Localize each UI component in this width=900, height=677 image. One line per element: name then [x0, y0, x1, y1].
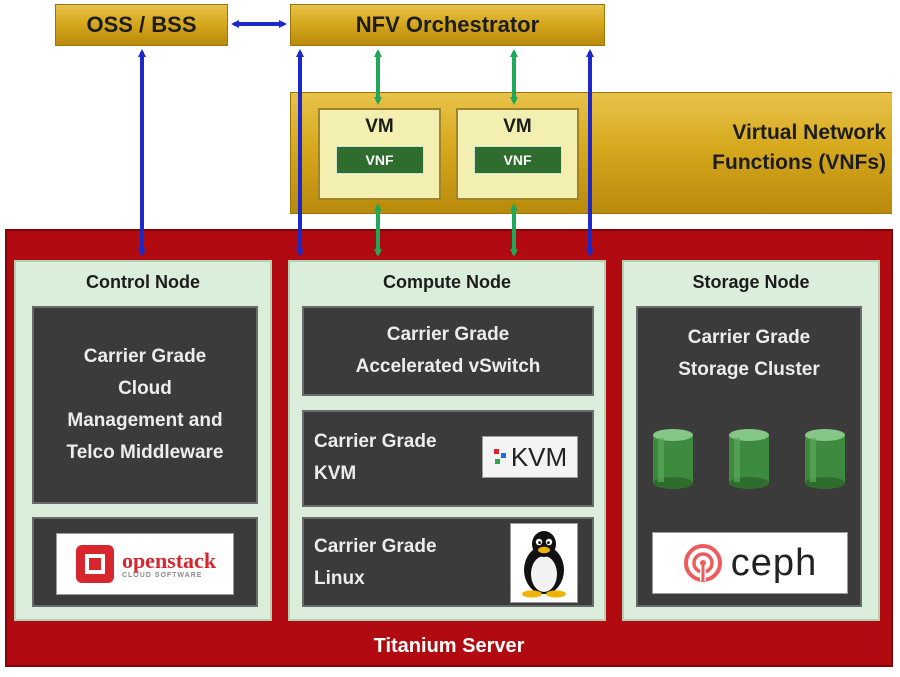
- box-line: Accelerated vSwitch: [355, 356, 541, 377]
- openstack-mark-icon: [75, 545, 114, 583]
- nfv-orchestrator-box: NFV Orchestrator: [290, 4, 605, 46]
- box-line: Carrier Grade: [314, 431, 437, 452]
- box-line: Carrier Grade: [386, 324, 510, 345]
- ceph-logo: ceph: [652, 532, 848, 594]
- carrier-grade-linux-box: Carrier Grade Linux: [302, 517, 594, 607]
- storage-node-title: Storage Node: [692, 271, 810, 292]
- openstack-logo-text: openstack: [121, 547, 217, 573]
- kvm-logo: KVM: [482, 436, 578, 478]
- tux-penguin-icon: [522, 531, 566, 598]
- box-line: Carrier Grade: [687, 327, 811, 348]
- oss-bss-box: OSS / BSS: [55, 4, 228, 46]
- vm-label: VM: [365, 116, 394, 137]
- storage-cylinder-icon: [653, 429, 693, 489]
- box-line: Carrier Grade: [83, 346, 207, 367]
- kvm-mark-icon: [493, 449, 506, 464]
- openstack-logo-subtext: CLOUD SOFTWARE: [121, 571, 203, 579]
- box-line: Storage Cluster: [678, 359, 820, 380]
- accelerated-vswitch-box: Carrier Grade Accelerated vSwitch: [302, 306, 594, 396]
- openstack-logo-box: openstack CLOUD SOFTWARE: [32, 517, 258, 607]
- vm-box-2: VM VNF: [456, 108, 579, 200]
- cloud-management-box: Carrier Grade Cloud Management and Telco…: [32, 306, 258, 504]
- box-line: Carrier Grade: [314, 536, 437, 557]
- control-node-title: Control Node: [86, 271, 200, 292]
- vm-box-1: VM VNF: [318, 108, 441, 200]
- vnf-layer-title: Virtual Network Functions (VNFs): [650, 118, 886, 188]
- linux-tux-logo: [510, 523, 578, 603]
- kvm-logo-text: KVM: [510, 441, 568, 472]
- ceph-mark-icon: [683, 544, 722, 582]
- storage-cylinder-icon: [729, 429, 769, 489]
- box-line: Management and: [67, 410, 223, 431]
- compute-node-title: Compute Node: [383, 271, 511, 292]
- vnf-title-line2: Functions (VNFs): [712, 151, 886, 174]
- storage-cylinder-icon: [805, 429, 845, 489]
- storage-cluster-box: Carrier Grade Storage Cluster ceph: [636, 306, 862, 607]
- carrier-grade-kvm-box: Carrier Grade KVM KVM: [302, 410, 594, 507]
- box-line: KVM: [314, 463, 357, 484]
- box-line: Linux: [314, 568, 365, 589]
- box-line: Telco Middleware: [66, 442, 224, 463]
- titanium-server-label: Titanium Server: [373, 634, 525, 657]
- openstack-logo: openstack CLOUD SOFTWARE: [56, 533, 234, 595]
- vnf-title-line1: Virtual Network: [732, 121, 886, 144]
- box-line: Cloud: [118, 378, 172, 399]
- vnf-chip: VNF: [335, 146, 424, 174]
- vnf-chip: VNF: [473, 146, 562, 174]
- ceph-logo-text: ceph: [730, 541, 818, 584]
- vm-label: VM: [503, 116, 532, 137]
